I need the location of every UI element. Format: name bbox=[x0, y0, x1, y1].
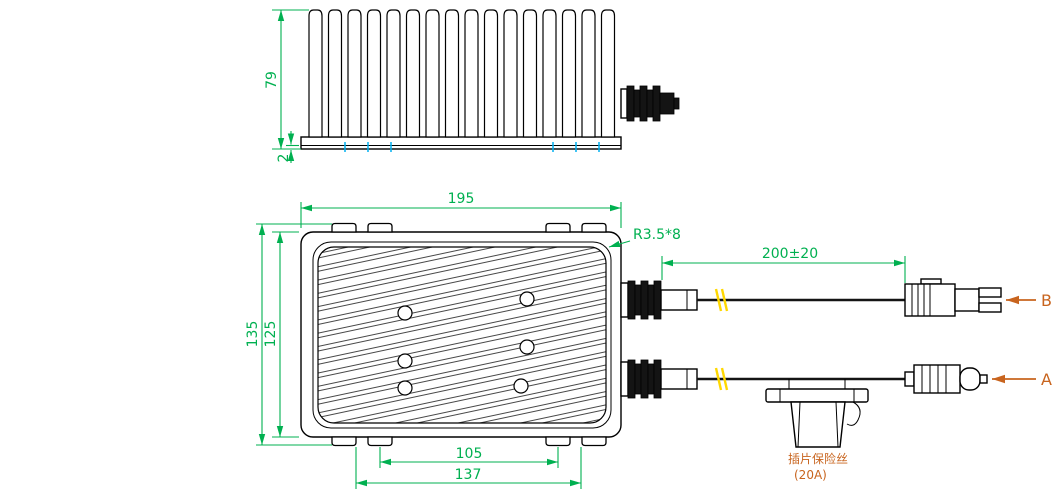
callout-b: B bbox=[1006, 291, 1052, 310]
connector-b-label: B bbox=[1041, 291, 1052, 310]
dim-overall-width: 195 bbox=[300, 191, 622, 228]
snap-ticks bbox=[344, 142, 600, 152]
dim-mount-pitch-inner: 105 bbox=[379, 446, 559, 468]
connector-a bbox=[904, 364, 988, 394]
heatsink-fins bbox=[308, 9, 616, 138]
side-elevation-view bbox=[300, 9, 680, 152]
inner-plate-outline bbox=[312, 241, 612, 429]
heatsink-base-plate bbox=[300, 136, 622, 150]
plan-view bbox=[300, 222, 622, 447]
dim-side-height: 79 bbox=[264, 9, 309, 150]
dim-base-lip: 2 bbox=[276, 131, 299, 163]
connector-a-label: A bbox=[1041, 370, 1052, 389]
strain-relief-a bbox=[620, 359, 698, 399]
dim-label-135: 135 bbox=[245, 321, 261, 348]
dim-label-125: 125 bbox=[263, 321, 279, 348]
cable-b-assembly bbox=[620, 278, 1002, 320]
dim-mount-pitch-outer: 137 bbox=[355, 447, 582, 489]
dim-label-105: 105 bbox=[456, 446, 483, 462]
dim-label-2: 2 bbox=[276, 154, 292, 163]
fuse-holder-clip bbox=[846, 401, 861, 426]
fuse-annotation: 插片保险丝 (20A) bbox=[788, 451, 848, 482]
cable-a-assembly bbox=[620, 359, 988, 448]
diagonal-fin-hatch bbox=[317, 246, 607, 424]
dim-cable-length: 200±20 bbox=[661, 246, 906, 283]
fuse-label-text: 插片保险丝 bbox=[788, 451, 848, 466]
note-corner-radius: R3.5*8 bbox=[608, 227, 681, 248]
dim-label-137: 137 bbox=[455, 467, 482, 483]
fuse-holder bbox=[765, 379, 869, 448]
dim-label-195: 195 bbox=[448, 191, 475, 207]
connector-b bbox=[904, 278, 1002, 317]
callout-a: A bbox=[992, 370, 1052, 389]
fuse-rating-text: (20A) bbox=[794, 468, 827, 482]
dim-overall-height: 135 bbox=[245, 223, 332, 446]
dim-body-height: 125 bbox=[263, 231, 299, 438]
corner-radius-label: R3.5*8 bbox=[633, 227, 681, 243]
dim-label-79: 79 bbox=[264, 71, 280, 89]
vent-holes bbox=[397, 291, 535, 396]
dim-label-200: 200±20 bbox=[762, 246, 818, 262]
cable-gland bbox=[620, 85, 680, 122]
strain-relief-b bbox=[620, 280, 698, 320]
